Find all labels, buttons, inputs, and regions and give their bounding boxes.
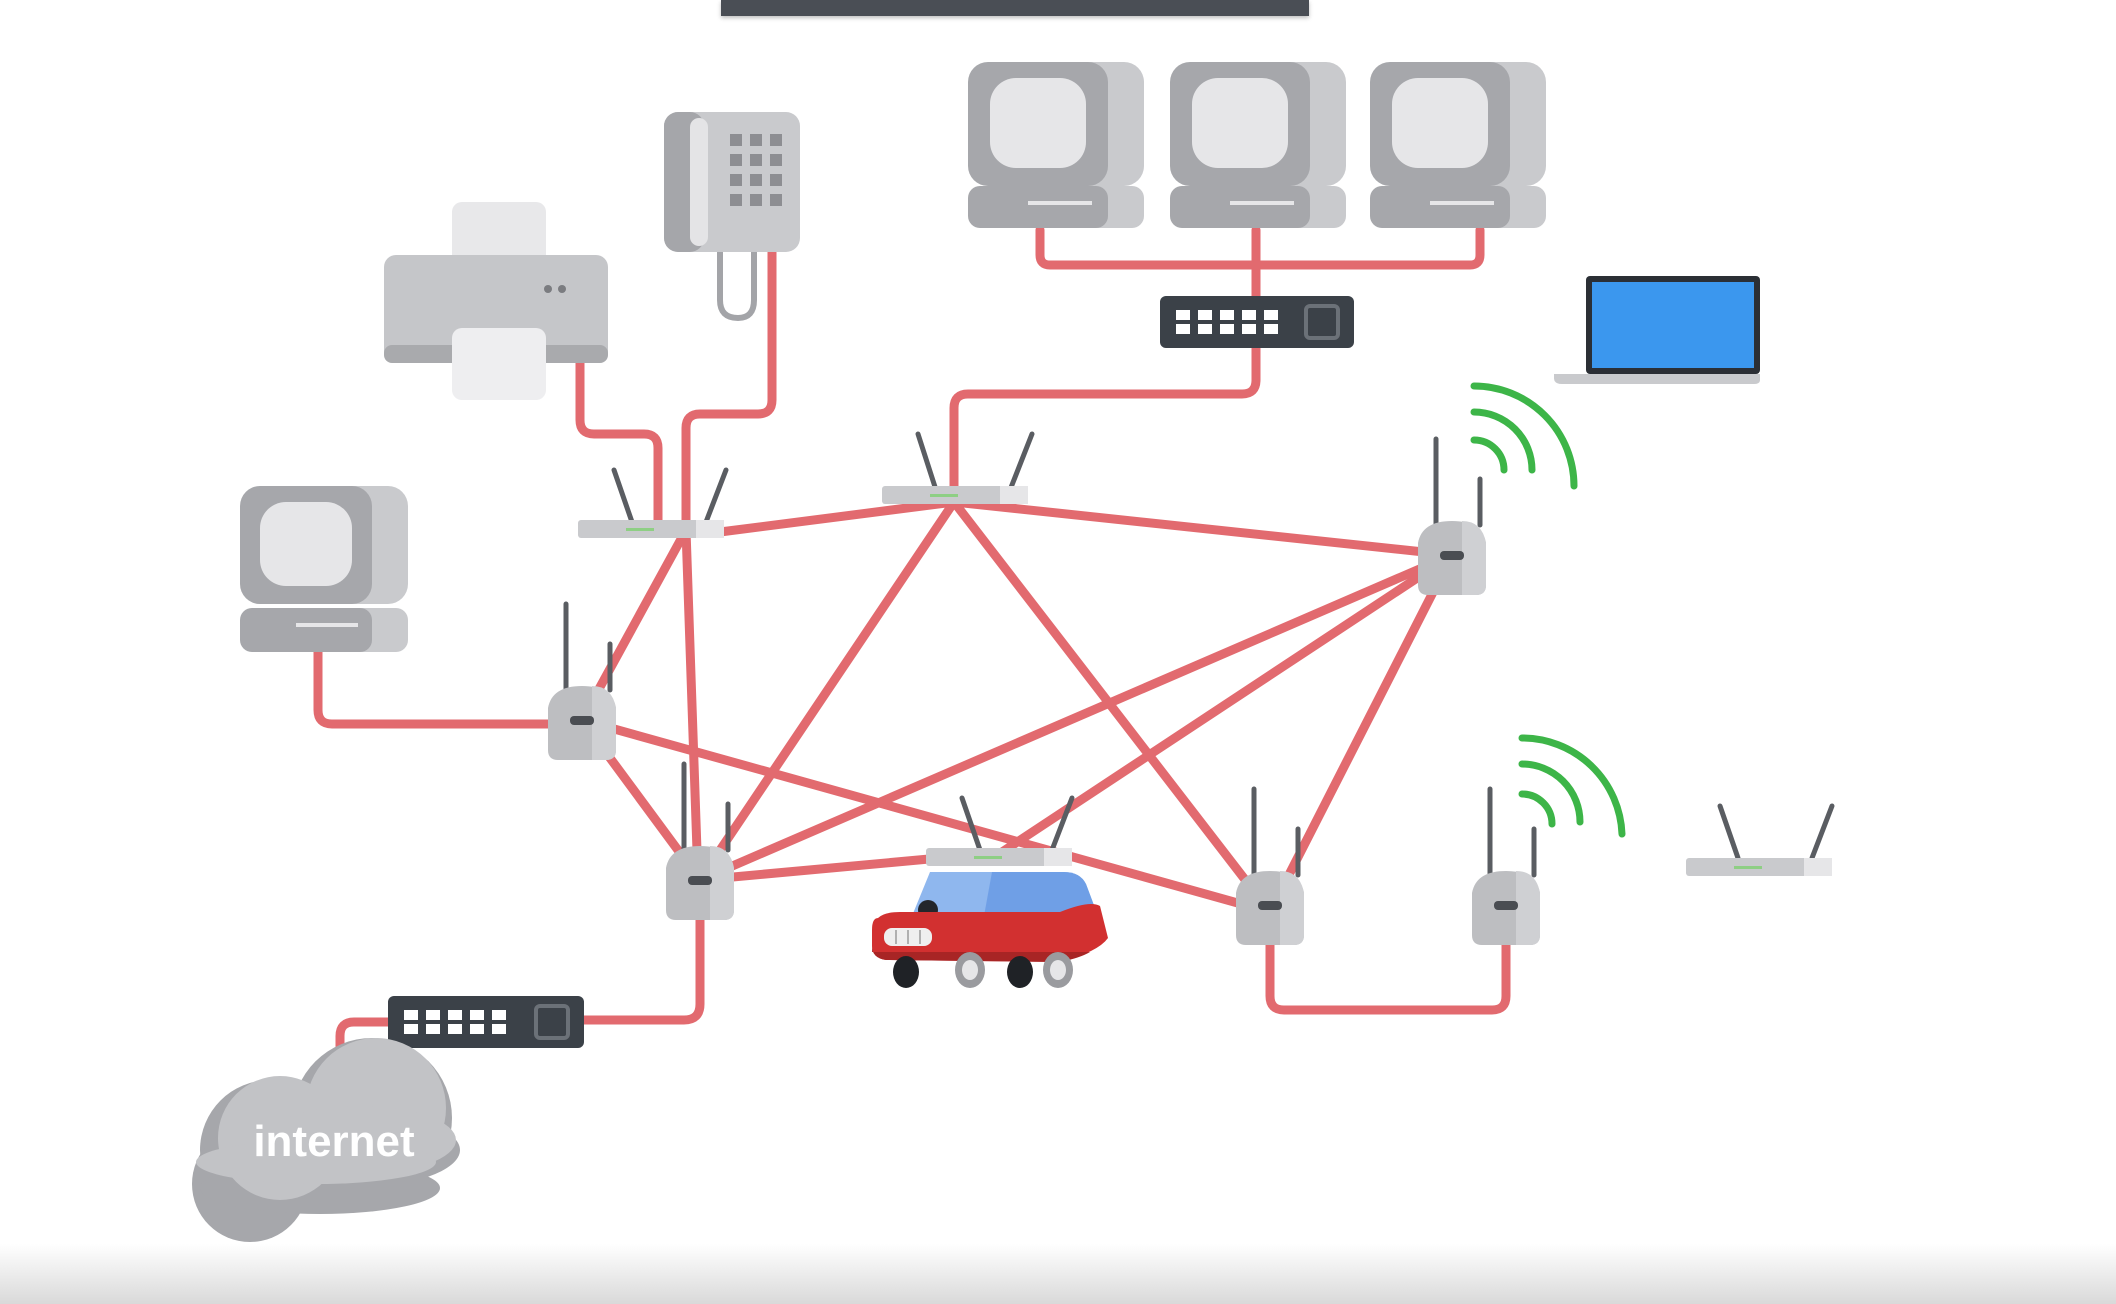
cable-node-right-top-to-car xyxy=(985,550,1457,865)
mesh-node-center-icon xyxy=(666,761,734,920)
desktop-computer-1-icon xyxy=(968,62,1144,228)
wireless-router-top-icon xyxy=(882,431,1035,504)
printer-icon xyxy=(384,202,608,400)
mesh-node-far-right-icon xyxy=(1472,786,1540,945)
internet-label: internet xyxy=(253,1117,415,1166)
cable-router-left-to-node-center xyxy=(681,525,703,885)
cable-router-top-to-node-right-bottom xyxy=(949,497,1275,917)
desktop-computer-2-icon xyxy=(1170,62,1346,228)
wifi-waves-icon xyxy=(1470,382,1578,490)
mesh-node-right-top-icon xyxy=(1418,436,1486,595)
cable-node-right-bottom-to-far-right xyxy=(1265,935,1511,1015)
cable-printer-router xyxy=(575,355,663,525)
desktop-computer-left-icon xyxy=(240,486,408,652)
cable-router-top-to-right xyxy=(949,497,1457,560)
video-top-bar xyxy=(721,0,1309,16)
mesh-node-left-icon xyxy=(548,601,616,760)
wireless-router-left-icon xyxy=(578,467,729,538)
wireless-router-right-icon xyxy=(1686,803,1835,876)
cable-switch-to-internet xyxy=(335,1017,401,1095)
wifi-waves-icon xyxy=(1518,734,1626,838)
car-icon xyxy=(872,795,1108,988)
laptop-icon xyxy=(1554,276,1760,384)
cable-router-left-to-top xyxy=(715,497,959,537)
cable-switch-router-top xyxy=(949,343,1261,495)
cable-node-right-top-to-node-center xyxy=(695,550,1457,885)
mesh-node-right-bottom-icon xyxy=(1236,786,1304,945)
internet-cloud: internet xyxy=(192,1038,460,1242)
desktop-computer-3-icon xyxy=(1370,62,1546,228)
cable-node-center-to-switch xyxy=(575,900,705,1025)
cable-node-center-to-car xyxy=(695,853,945,885)
desk-phone-icon xyxy=(664,112,800,322)
network-switch-bottom-icon xyxy=(388,996,584,1048)
network-switch-top-icon xyxy=(1160,296,1354,348)
cable-phone-router xyxy=(681,247,777,525)
cable-router-top-to-node-center xyxy=(695,497,959,885)
cable-computer-left-to-node xyxy=(313,643,565,729)
bottom-shadow xyxy=(0,1244,2116,1304)
cable-node-left-to-node-right-bottom xyxy=(577,715,1275,917)
